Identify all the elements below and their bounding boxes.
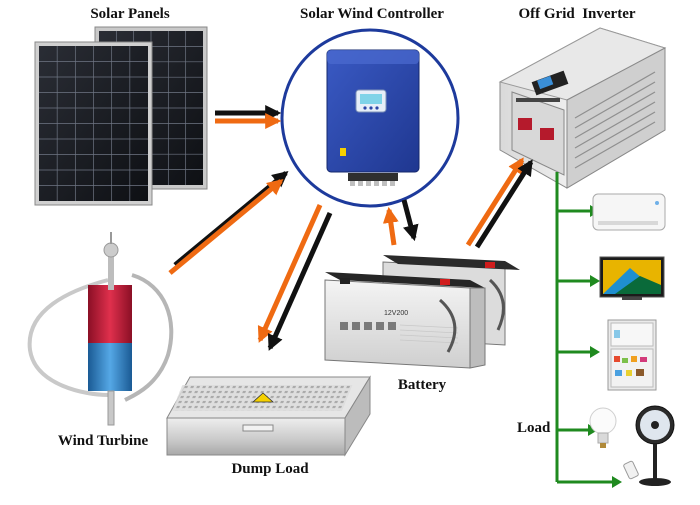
bulb-icon	[589, 407, 617, 448]
label-battery: Battery	[397, 377, 447, 393]
battery-model-text: 12V200	[384, 310, 408, 317]
arrow-battery-to-controller-orange	[382, 206, 399, 246]
arrow-controller-to-dump-black	[267, 211, 333, 351]
air-conditioner-icon	[592, 193, 666, 231]
arrow-controller-to-battery-black	[401, 199, 419, 242]
label-load: Load	[517, 420, 551, 436]
label-wind-turbine: Wind Turbine	[57, 433, 149, 449]
label-solar-panels: Solar Panels	[90, 6, 170, 22]
arrow-battery-to-inverter-black	[474, 159, 534, 249]
fan-icon	[623, 405, 675, 486]
battery-icon: 12V200	[324, 255, 520, 369]
flow-arrows	[168, 104, 534, 351]
label-inverter: Off Grid Inverter	[518, 6, 636, 22]
load-wire	[555, 172, 612, 484]
label-dump-load: Dump Load	[231, 461, 309, 477]
wind-turbine-icon	[27, 232, 174, 426]
arrow-controller-to-dump-orange	[257, 203, 323, 343]
inverter-icon	[498, 27, 667, 189]
tv-icon	[599, 256, 665, 300]
fridge-icon	[607, 319, 657, 391]
arrow-turbine-to-controller-orange	[168, 178, 284, 275]
solar-panel-icon	[34, 26, 208, 206]
label-controller: Solar Wind Controller	[300, 6, 444, 22]
dump-load-icon	[166, 375, 371, 457]
controller-icon	[280, 28, 460, 208]
arrow-battery-to-inverter-orange	[465, 157, 525, 247]
